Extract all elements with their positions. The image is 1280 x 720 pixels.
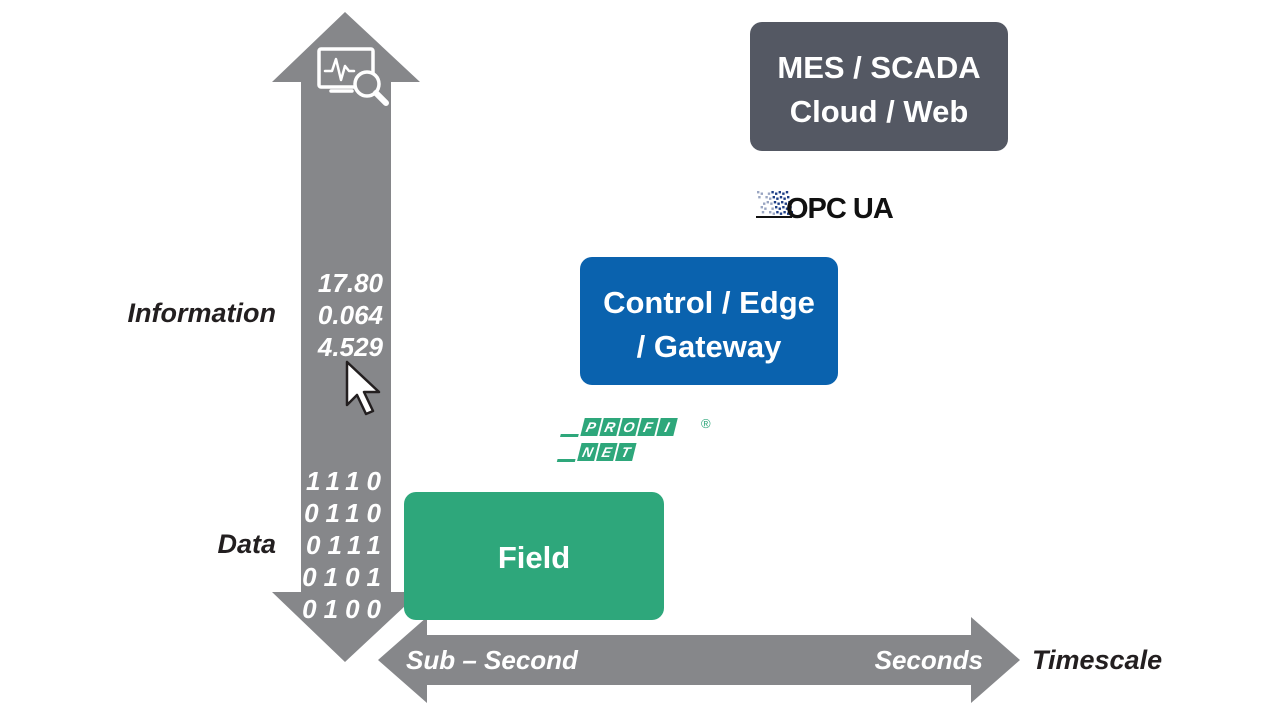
- profinet-cell: [656, 418, 678, 436]
- opc-ua-logo: OPC UA: [756, 191, 895, 225]
- opc-ua-dot: [789, 206, 792, 209]
- info-value: 17.80: [318, 268, 384, 298]
- mes-box-line2: Cloud / Web: [790, 94, 969, 129]
- opc-ua-dot: [766, 201, 769, 204]
- mes-box-line1: MES / SCADA: [777, 50, 980, 85]
- opc-ua-dots: [756, 191, 793, 218]
- profinet-underline: [556, 459, 576, 462]
- profinet-letter: O: [621, 420, 636, 436]
- opc-ua-dot: [777, 202, 780, 205]
- opc-ua-dot: [765, 196, 768, 199]
- opc-ua-dot: [767, 192, 771, 195]
- profinet-letter: R: [603, 420, 618, 436]
- profinet-cell: [580, 418, 602, 436]
- opc-ua-dot: [778, 207, 781, 210]
- mouse-cursor-icon: [345, 360, 381, 416]
- opc-ua-dot: [772, 196, 775, 199]
- opc-ua-dot: [770, 202, 773, 205]
- opc-ua-dot: [775, 192, 778, 195]
- profinet-cell: [637, 418, 659, 436]
- opc-ua-dot: [784, 202, 787, 205]
- binary-row: 0110: [304, 498, 388, 528]
- opc-ua-dot: [776, 197, 779, 200]
- opc-ua-dot: [760, 192, 763, 195]
- opc-ua-dot: [776, 211, 779, 214]
- opc-ua-dot: [769, 197, 772, 200]
- opc-ua-baseline: [756, 216, 792, 218]
- vertical-axis-arrow: [272, 12, 420, 662]
- mes-scada-cloud-box: MES / SCADA Cloud / Web: [750, 22, 1008, 151]
- profinet-cell: [577, 443, 599, 461]
- opc-ua-dot: [779, 212, 783, 215]
- profinet-cell: [596, 443, 618, 461]
- profinet-cell: [599, 418, 621, 436]
- opc-ua-dot: [757, 191, 760, 194]
- opc-ua-dot: [783, 211, 786, 214]
- opc-ua-dot: [764, 207, 767, 210]
- opc-ua-dot: [772, 212, 775, 215]
- opc-ua-dot: [785, 191, 789, 194]
- profinet-cell: [618, 418, 640, 436]
- profinet-letter: I: [663, 420, 672, 436]
- control-edge-gateway-box: Control / Edge / Gateway: [580, 257, 838, 385]
- information-label: Information: [128, 298, 277, 328]
- opc-ua-dot: [771, 207, 774, 210]
- info-value: 4.529: [317, 332, 384, 362]
- opc-ua-dot: [785, 207, 789, 210]
- opc-ua-dot: [788, 201, 791, 204]
- opc-ua-dot: [773, 201, 777, 204]
- sub-second-label: Sub – Second: [406, 645, 579, 675]
- opc-ua-dot: [758, 196, 761, 199]
- field-box-label: Field: [498, 540, 570, 575]
- registered-mark: ®: [701, 416, 711, 431]
- opc-ua-dot: [783, 197, 786, 200]
- control-box-line2: / Gateway: [637, 329, 782, 364]
- opc-ua-dot: [787, 196, 790, 199]
- timescale-label: Timescale: [1032, 645, 1162, 675]
- opc-ua-logo-text: OPC UA: [786, 193, 894, 225]
- opc-ua-dot: [779, 196, 783, 199]
- horizontal-axis-arrow: [378, 617, 1020, 703]
- opc-ua-dot: [778, 191, 781, 194]
- opc-ua-dot: [781, 201, 784, 204]
- opc-ua-dot: [790, 211, 793, 214]
- opc-ua-dot: [763, 202, 766, 205]
- opc-ua-dot: [771, 191, 774, 194]
- binary-row: 1110: [306, 466, 388, 496]
- opc-ua-dot: [782, 192, 785, 195]
- binary-row: 0100: [302, 594, 388, 624]
- opc-ua-dot: [769, 211, 772, 214]
- binary-row: 0101: [302, 562, 388, 592]
- profinet-cell: [615, 443, 637, 461]
- data-label: Data: [217, 529, 276, 559]
- field-box: Field: [404, 492, 664, 620]
- control-box-line1: Control / Edge: [603, 285, 815, 320]
- opc-ua-dot: [787, 212, 790, 215]
- seconds-label: Seconds: [875, 645, 983, 675]
- opc-ua-dot: [761, 211, 765, 214]
- opc-ua-dot: [775, 206, 778, 209]
- info-value: 0.064: [318, 300, 384, 330]
- monitor-search-icon: [317, 47, 389, 106]
- profinet-underline: [560, 434, 579, 437]
- profinet-letter: N: [581, 445, 596, 461]
- opc-ua-dot: [760, 206, 763, 209]
- opc-ua-dot: [782, 206, 785, 209]
- binary-row: 0111: [306, 530, 388, 560]
